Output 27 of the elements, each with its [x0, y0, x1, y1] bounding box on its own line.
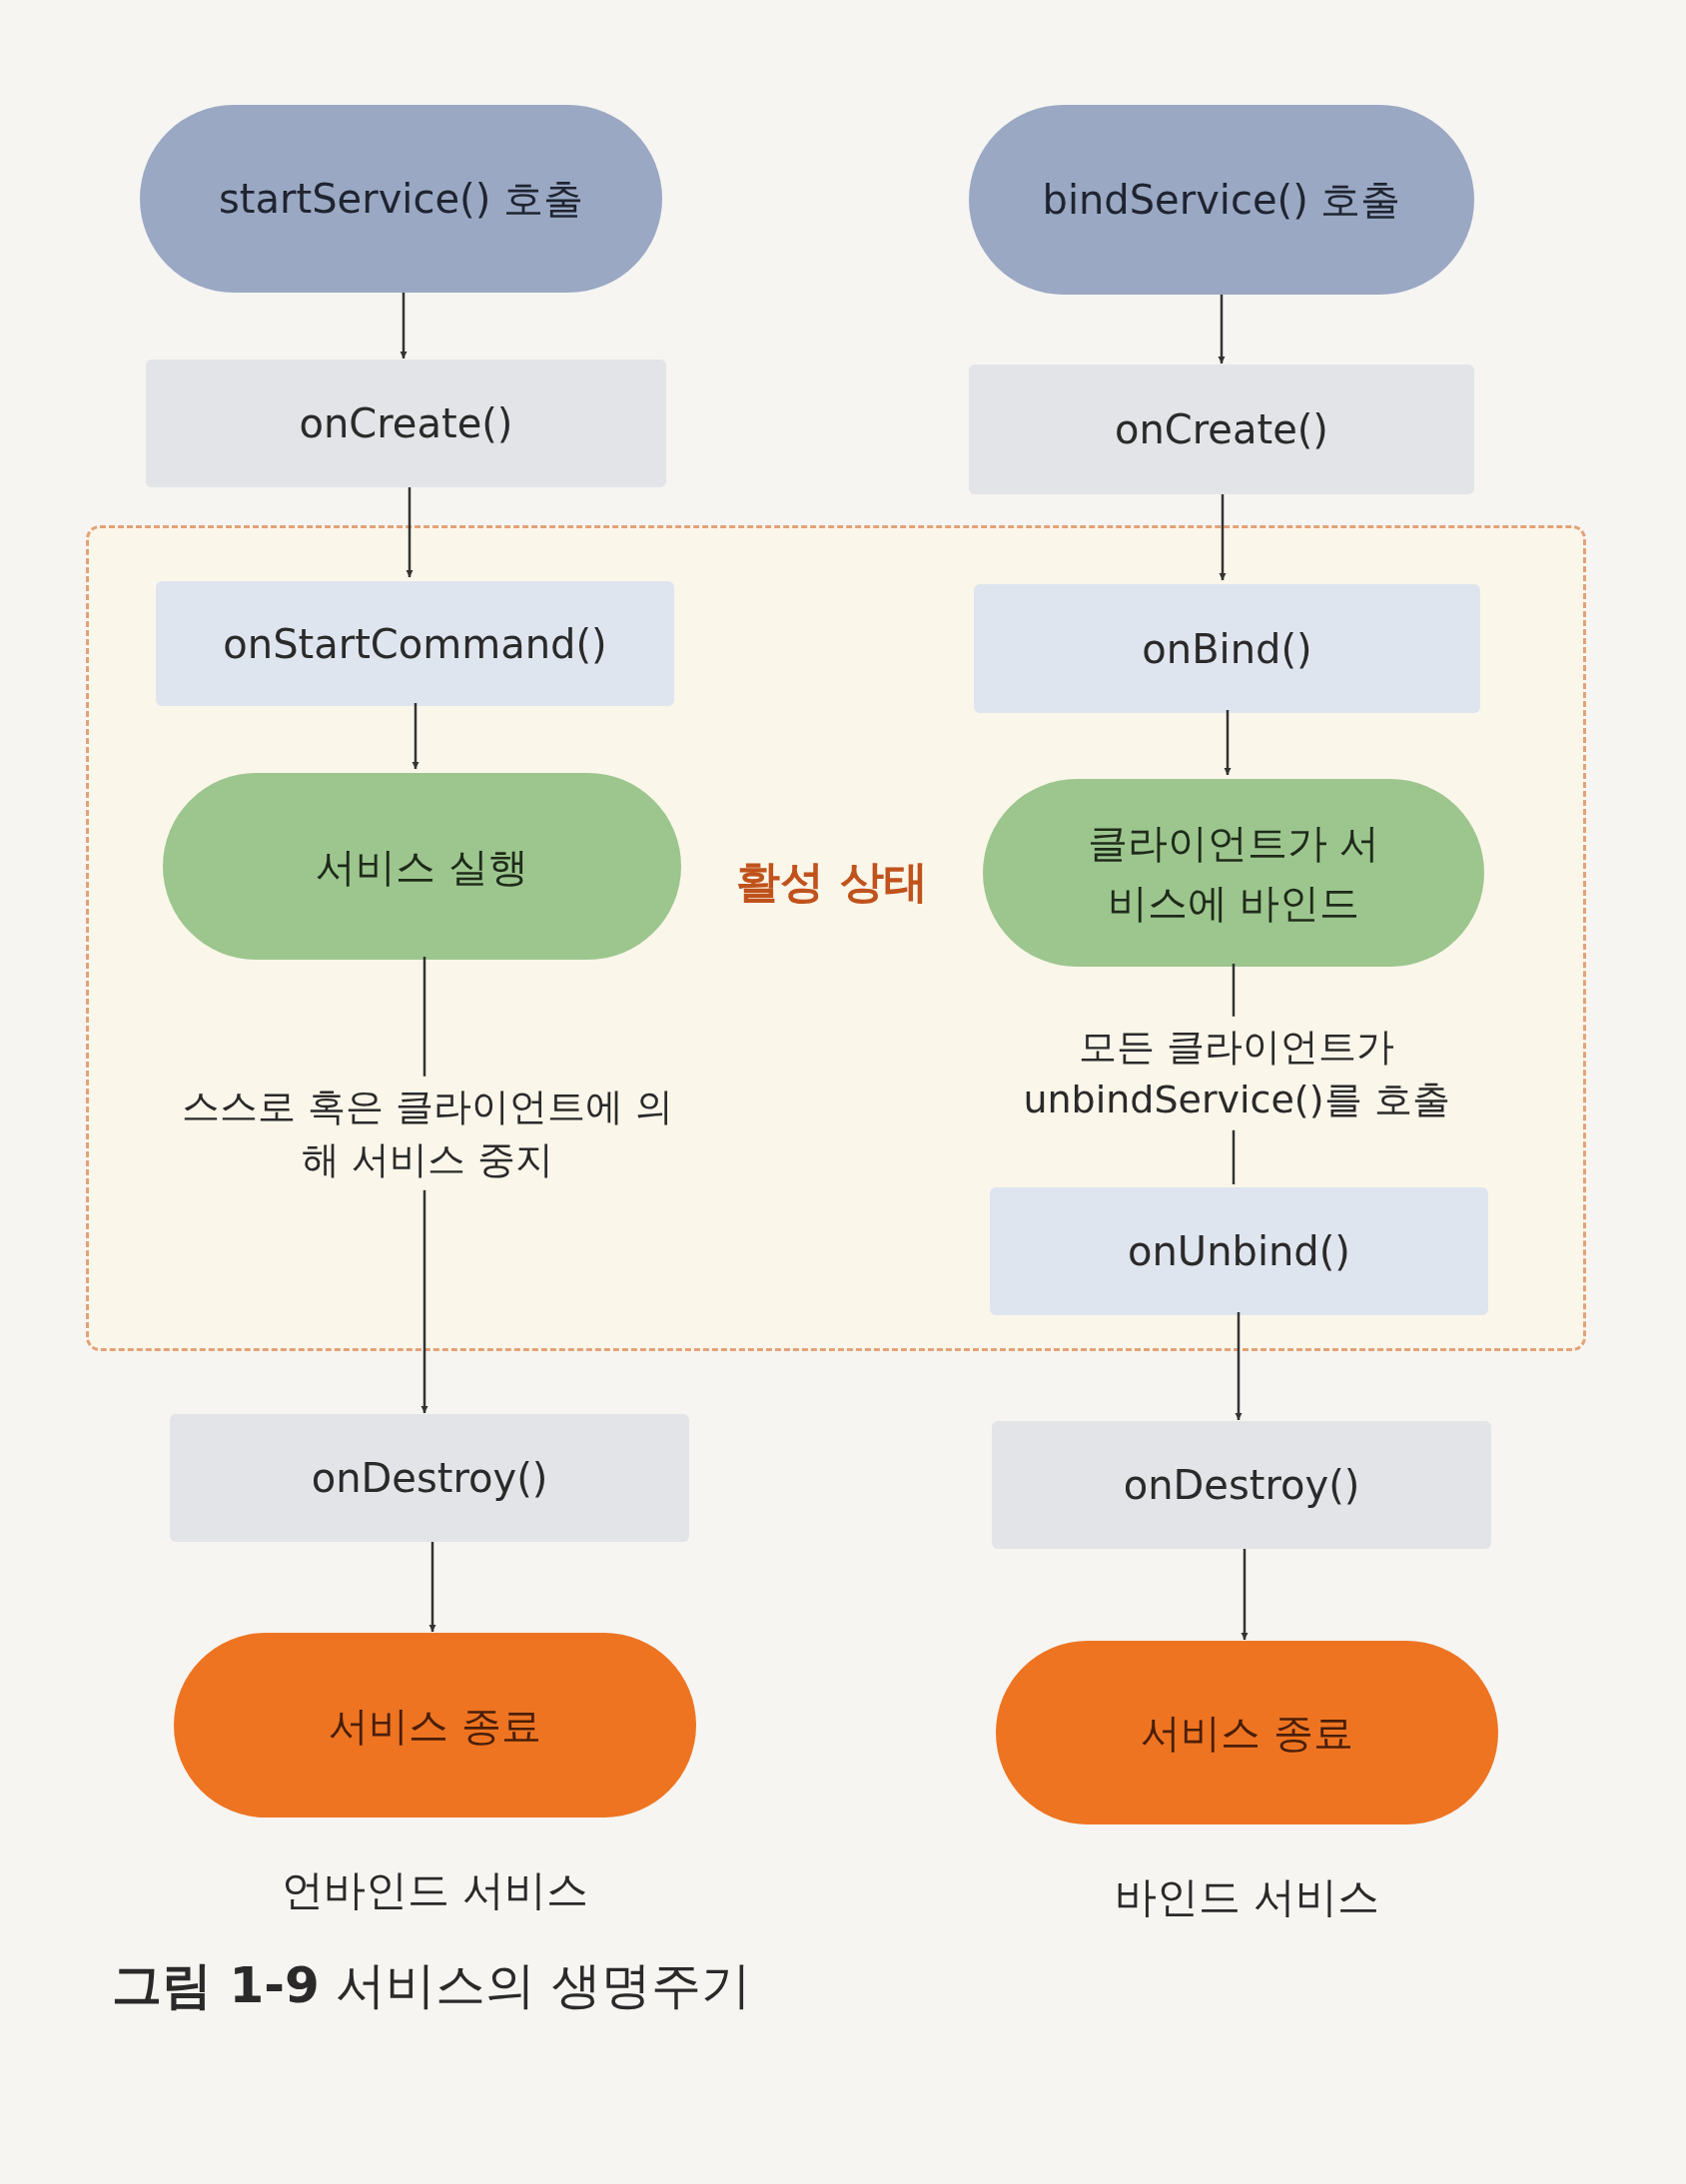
arrow: [1218, 295, 1226, 364]
process-box: onDestroy(): [170, 1414, 689, 1542]
arrow: [428, 1542, 436, 1632]
arrow: [400, 293, 408, 359]
caption-text: 바인드 서비스: [1114, 1871, 1380, 1923]
figure-caption: 그림 1-9 서비스의 생명주기: [112, 1955, 751, 2016]
terminal-pill: 서비스 종료: [174, 1633, 696, 1818]
process-box: onCreate(): [969, 364, 1474, 494]
arrow: [1219, 494, 1227, 580]
process-box: onStartCommand(): [156, 581, 674, 706]
arrow: [412, 703, 420, 769]
arrow: [1241, 1549, 1249, 1640]
process-box: onUnbind(): [990, 1187, 1488, 1315]
arrow: [1224, 710, 1232, 775]
terminal-pill: bindService() 호출: [969, 105, 1474, 295]
process-box: onDestroy(): [992, 1421, 1491, 1549]
caption-text: 언바인드 서비스: [281, 1864, 589, 1916]
terminal-pill: 서비스 종료: [996, 1641, 1498, 1824]
terminal-pill: 클라이언트가 서비스에 바인드: [983, 779, 1484, 967]
process-box: onBind(): [974, 584, 1480, 713]
heading-text: 활성 상태: [735, 855, 929, 909]
arrow: [1235, 1312, 1243, 1420]
arrow: [406, 487, 414, 577]
process-box: onCreate(): [146, 360, 666, 487]
terminal-pill: startService() 호출: [140, 105, 662, 293]
terminal-pill: 서비스 실행: [163, 773, 681, 960]
active-state-region: [86, 525, 1586, 1351]
